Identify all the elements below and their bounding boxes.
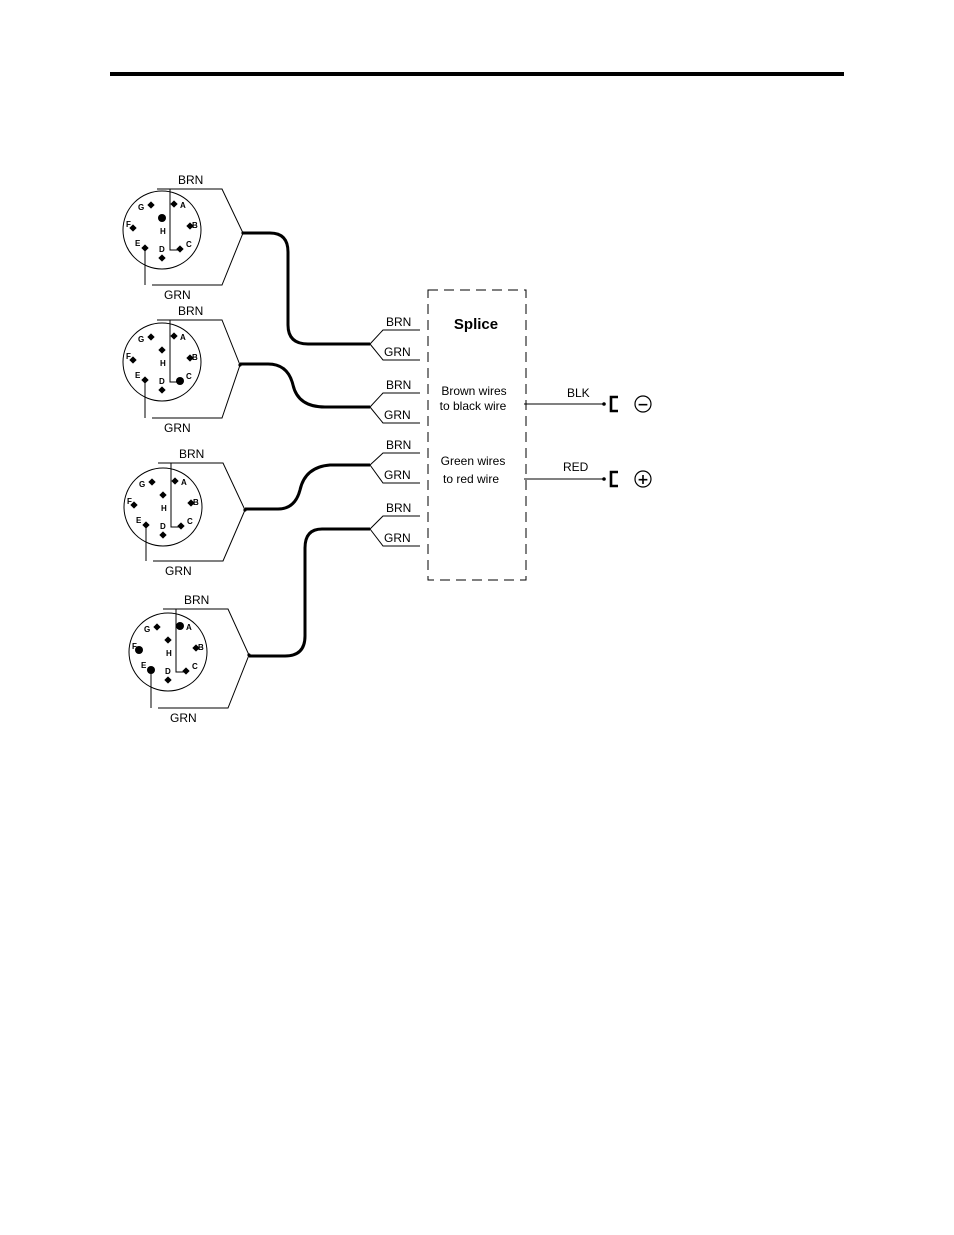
black-output-joint	[602, 402, 606, 406]
pin-a-label: A	[180, 201, 186, 210]
connector-brn-label: BRN	[184, 593, 209, 607]
pin-e-dot	[147, 666, 155, 674]
splice-lead-grn-3: GRN	[384, 468, 411, 482]
pin-c-dot	[176, 377, 184, 385]
black-output: − BLK	[524, 386, 651, 413]
connector-brn-label: BRN	[178, 173, 203, 187]
cable-junction	[241, 231, 244, 234]
negative-terminal-bracket	[611, 397, 618, 411]
connector-2: A B C D E FG H BRN GRN	[123, 304, 242, 435]
pin-b-label: B	[198, 643, 204, 652]
red-output-label: RED	[563, 460, 589, 474]
pin-f-label: F	[132, 642, 137, 651]
positive-terminal-bracket	[611, 472, 618, 486]
cable-1	[243, 233, 370, 344]
red-output: + RED	[524, 460, 651, 488]
red-output-joint	[602, 477, 606, 481]
pin-e-label: E	[135, 371, 141, 380]
pin-c-label: C	[192, 662, 198, 671]
pin-a-label: A	[186, 623, 192, 632]
pin-h-label: H	[160, 359, 166, 368]
splice-lead-brn-2: BRN	[386, 378, 411, 392]
brown-note-line2: to black wire	[440, 399, 507, 413]
header-rule	[110, 72, 844, 76]
pin-g-label: G	[144, 625, 150, 634]
pin-g-label: G	[138, 203, 144, 212]
pin-a-label: A	[180, 333, 186, 342]
pin-e-label: E	[135, 239, 141, 248]
cable-junction	[247, 653, 250, 656]
connector-4: A B C D E FG H BRN GRN	[129, 593, 251, 725]
pin-h-label: H	[161, 504, 167, 513]
green-note-line1: Green wires	[441, 454, 506, 468]
connector-3: A B C D E FG H BRN GRN	[124, 447, 247, 578]
pin-g-label: G	[139, 480, 145, 489]
plus-symbol: +	[637, 472, 649, 488]
pin-h-label: H	[166, 649, 172, 658]
splice-lead-brn-4: BRN	[386, 501, 411, 515]
pin-e-label: E	[141, 661, 147, 670]
minus-symbol: −	[637, 397, 649, 413]
pin-c-label: C	[187, 517, 193, 526]
cable-junction	[243, 508, 246, 511]
connector-grn-label: GRN	[170, 711, 197, 725]
splice-lead-brn-1: BRN	[386, 315, 411, 329]
pin-a-label: A	[181, 478, 187, 487]
connector-grn-label: GRN	[164, 421, 191, 435]
pin-d-label: D	[160, 522, 166, 531]
cable-junction	[238, 363, 241, 366]
pin-d-label: D	[165, 667, 171, 676]
cables	[240, 233, 370, 656]
brown-note-line1: Brown wires	[441, 384, 506, 398]
black-output-label: BLK	[567, 386, 590, 400]
pin-h-dot	[158, 214, 166, 222]
pin-f-label: F	[126, 352, 131, 361]
pin-b-label: B	[193, 498, 199, 507]
pin-f-label: F	[126, 220, 131, 229]
pin-g-label: G	[138, 335, 144, 344]
green-note-line2: to red wire	[443, 472, 499, 486]
pin-h-label: H	[160, 227, 166, 236]
splice-lead-grn-1: GRN	[384, 345, 411, 359]
connector-brn-label: BRN	[178, 304, 203, 318]
splice-lead-grn-4: GRN	[384, 531, 411, 545]
pin-b-label: B	[192, 353, 198, 362]
pin-e-label: E	[136, 516, 142, 525]
connector-brn-label: BRN	[179, 447, 204, 461]
splice-lead-grn-2: GRN	[384, 408, 411, 422]
connector-1: A B C D E FG H BRN GRN	[123, 173, 245, 302]
pin-a-dot	[176, 622, 184, 630]
connector-grn-label: GRN	[165, 564, 192, 578]
pin-c-label: C	[186, 240, 192, 249]
cable-2	[240, 364, 370, 407]
cable-3	[245, 465, 370, 509]
pin-b-label: B	[192, 221, 198, 230]
pin-f-label: F	[127, 497, 132, 506]
pin-d-label: D	[159, 245, 165, 254]
splice-lead-brn-3: BRN	[386, 438, 411, 452]
cable-4	[249, 529, 370, 656]
connector-grn-label: GRN	[164, 288, 191, 302]
pin-d-label: D	[159, 377, 165, 386]
splice-title: Splice	[454, 316, 498, 333]
splice-box	[428, 290, 526, 580]
pin-c-label: C	[186, 372, 192, 381]
connectors: ABCDEFGHBRNGRNABCDEFGHBRNGRNABCDEFGHBRNG…	[123, 173, 251, 725]
